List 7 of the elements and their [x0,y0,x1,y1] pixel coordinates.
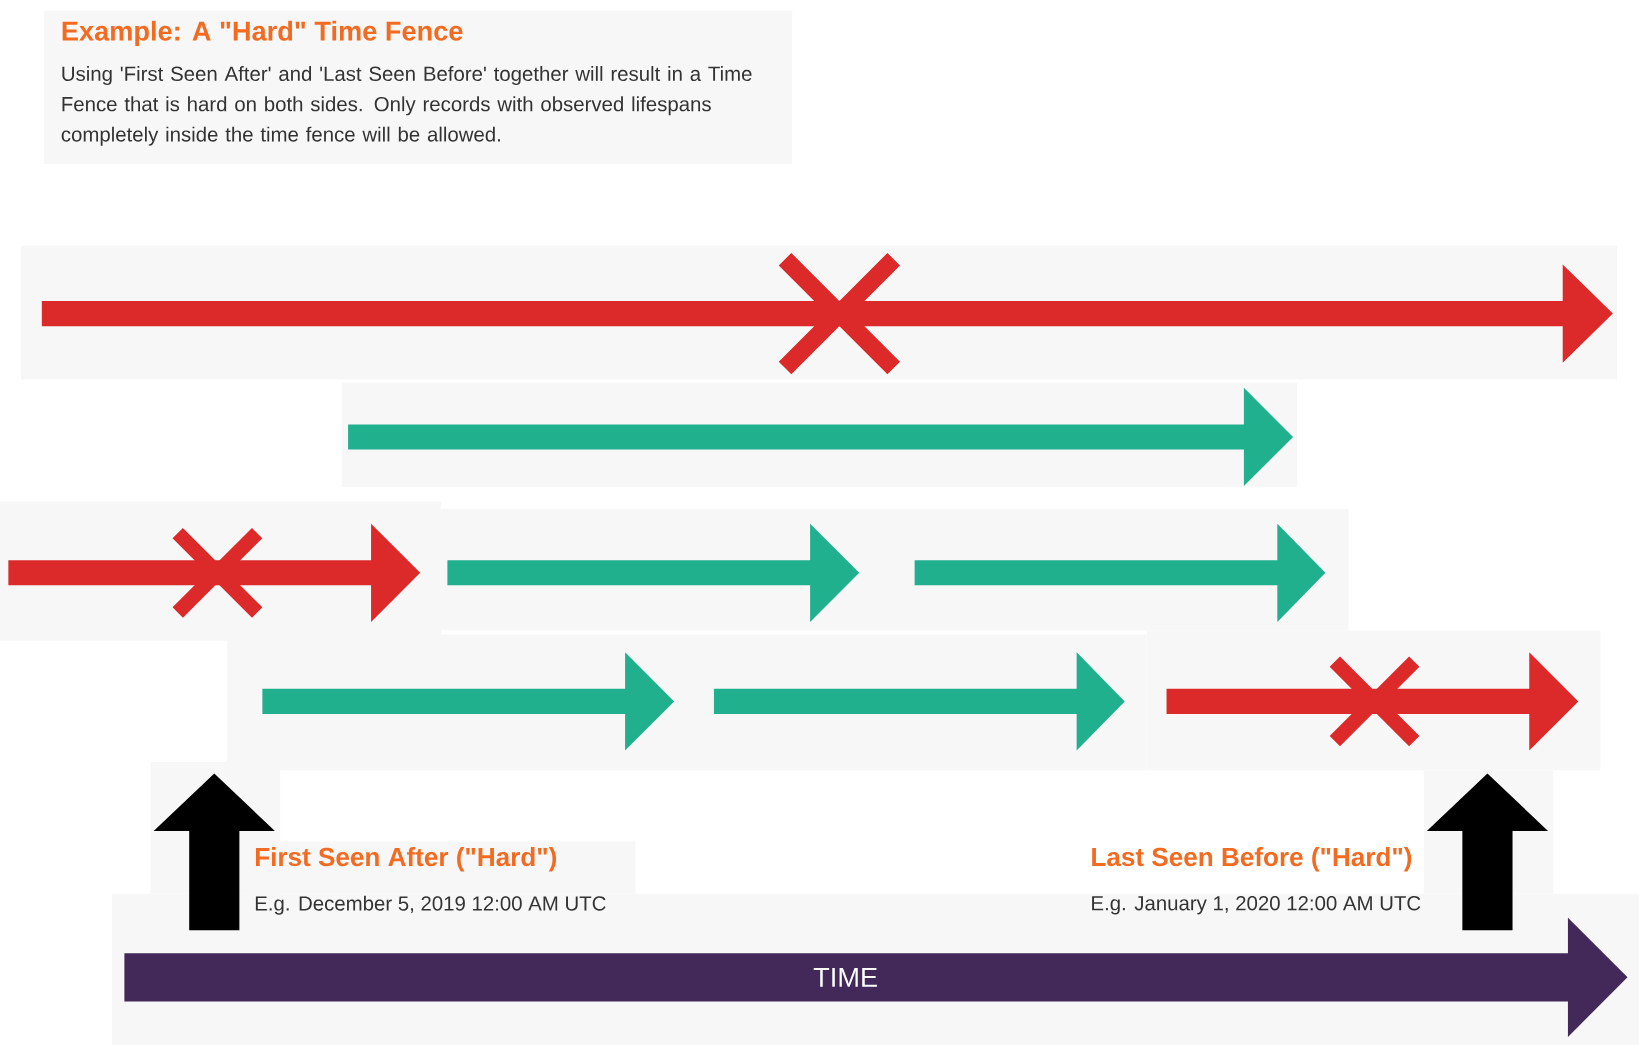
date-text: E.g. January 1, 2020 12:00 AM UTC [1092,895,1421,915]
marker-label: Last Seen Before ("Hard") [1092,846,1412,872]
date-text: E.g. December 5, 2019 12:00 AM UTC [255,895,606,915]
axis-label: TIME [813,967,877,987]
description-text: Using 'First Seen After' and 'Last Seen Before' together will result in a Time Fence that is hard on both sides. Only records with observed lifespans completely inside the time fence will be allowed. [61,65,752,146]
marker-label: First Seen After ("Hard") [255,846,557,872]
title: Example: A "Hard" Time Fence [62,20,463,46]
